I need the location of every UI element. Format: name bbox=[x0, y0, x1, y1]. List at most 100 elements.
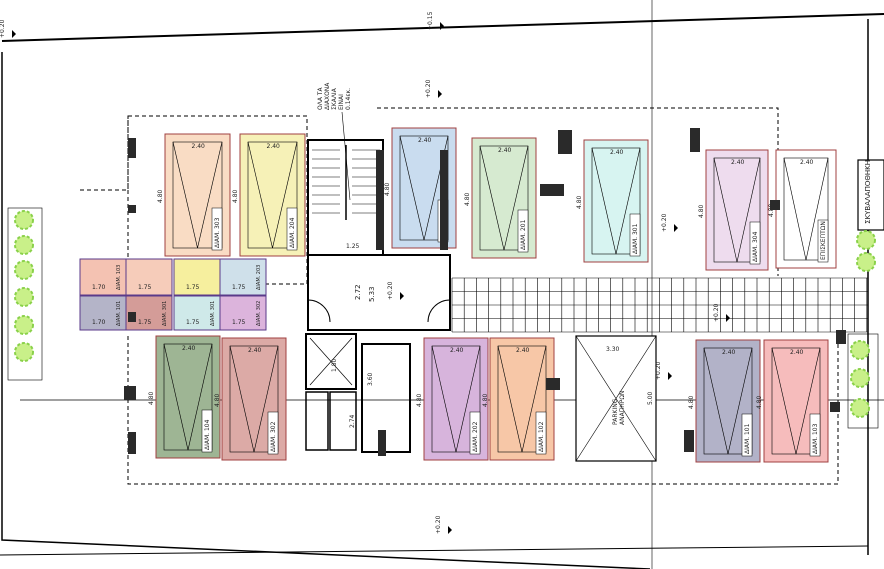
parking-space-label-box bbox=[469, 411, 481, 455]
parking-space-diagonal bbox=[703, 347, 729, 455]
parking-space-length: 4.80 bbox=[768, 203, 775, 217]
parking-space-label-box bbox=[629, 213, 641, 257]
door-arc-left bbox=[307, 299, 331, 323]
parking-space-length: 4.80 bbox=[756, 395, 763, 409]
level-marker-text: +0.20 bbox=[435, 515, 442, 534]
stair-note-line-4: ΕΙΝΑΙ bbox=[338, 94, 345, 110]
parking-space-label: ΔΙΑΜ. 303 bbox=[214, 217, 221, 248]
parking-space-label: ΔΙΑΜ. 302 bbox=[270, 421, 277, 452]
parking-space-diagonal bbox=[163, 343, 189, 451]
column-block bbox=[690, 128, 700, 152]
parking-space-label-box bbox=[535, 411, 547, 455]
parking-space-label-box bbox=[817, 219, 829, 263]
tree-symbol bbox=[14, 210, 34, 230]
parking-space-label: ΔΙΑΜ. 201 bbox=[520, 219, 527, 250]
level-marker-arrow bbox=[12, 30, 16, 38]
level-marker-text: +0.20 bbox=[387, 281, 394, 300]
parking-space-diagonal bbox=[247, 141, 273, 249]
parking-space-diagonal bbox=[253, 345, 279, 453]
column-block bbox=[378, 430, 386, 456]
parking-space-width: 2.40 bbox=[267, 143, 281, 150]
parking-space-diagonal bbox=[272, 141, 298, 249]
tree-symbol bbox=[14, 342, 34, 362]
tree-symbol bbox=[850, 368, 870, 388]
level-marker-text: +0.20 bbox=[713, 303, 720, 322]
storage-room-dim: 1.75 bbox=[186, 319, 200, 326]
parking-space-diagonal bbox=[795, 347, 821, 455]
bottom-boundary bbox=[0, 545, 869, 556]
small-storage-b bbox=[329, 391, 357, 451]
parking-space-length: 4.80 bbox=[416, 393, 423, 407]
accessible-parking-diag-b bbox=[575, 335, 657, 462]
storage-room-fill bbox=[173, 295, 221, 331]
level-marker-arrow bbox=[726, 314, 730, 322]
stair-note: ΟΛΑ ΤΑ ΔΙΑΧΟΝΑ ΣΚΑΛΙΑ ΕΙΝΑΙ 0.14εκ. bbox=[317, 82, 352, 110]
parking-space-label-box bbox=[267, 411, 279, 455]
parking-space-length: 4.80 bbox=[576, 195, 583, 209]
accessible-parking-label-b: ΑΝΑΠΗΡΩΝ bbox=[619, 391, 626, 425]
planter-right bbox=[847, 333, 879, 429]
stair-note-line-1: ΟΛΑ ΤΑ bbox=[317, 86, 324, 110]
column-block bbox=[128, 432, 136, 454]
parking-space-length: 4.80 bbox=[214, 393, 221, 407]
parking-space-label: ΔΙΑΜ. 204 bbox=[289, 217, 296, 248]
column-block bbox=[540, 184, 564, 196]
storage-room-fill bbox=[79, 295, 127, 331]
parking-space-width: 2.40 bbox=[610, 149, 624, 156]
stair-note-line-5: 0.14εκ. bbox=[345, 88, 352, 110]
parking-space-label: ΔΙΑΜ. 304 bbox=[752, 231, 759, 262]
parking-space-label: ΔΙΑΜ. 202 bbox=[472, 421, 479, 452]
column-block bbox=[836, 330, 846, 344]
core-width-label: 5.33 bbox=[368, 286, 376, 302]
column-block bbox=[546, 378, 560, 390]
garbage-room bbox=[857, 159, 884, 231]
parking-space-diagonal bbox=[455, 345, 481, 453]
storage-room-fill bbox=[79, 258, 127, 296]
column-block bbox=[770, 200, 780, 210]
parking-space-diagonal bbox=[187, 343, 213, 451]
level-marker-arrow bbox=[674, 224, 678, 232]
column-block bbox=[830, 402, 840, 412]
storage-room-fill bbox=[125, 258, 173, 296]
parking-space-label: ΔΙΑΜ. 301 bbox=[632, 223, 639, 254]
tree-symbol bbox=[14, 287, 34, 307]
parking-space-diagonal bbox=[229, 345, 255, 453]
plot-boundary-line bbox=[1, 13, 884, 42]
level-marker-text: +0.15 bbox=[427, 11, 434, 30]
level-marker-text: +0.20 bbox=[425, 79, 432, 98]
parking-space-label-box bbox=[286, 207, 298, 251]
storage-room-dim: 1.75 bbox=[138, 284, 152, 291]
structural-columns bbox=[124, 128, 846, 456]
parking-space-label-box bbox=[517, 209, 529, 253]
parking-space-diagonal bbox=[479, 145, 505, 251]
elevator-cross-b bbox=[309, 337, 353, 386]
storage-room-dim: 1.75 bbox=[186, 284, 200, 291]
storage-room-label: ΔΙΑΜ. 301 bbox=[162, 301, 168, 326]
parking-space-width: 2.40 bbox=[418, 137, 432, 144]
tree-symbol bbox=[14, 315, 34, 335]
tree-symbol bbox=[14, 260, 34, 280]
storage-room: 1.75 bbox=[125, 258, 173, 296]
level-marker-arrow bbox=[440, 22, 444, 30]
parking-space-length: 4.80 bbox=[482, 393, 489, 407]
parking-space-length: 4.80 bbox=[157, 189, 164, 203]
level-marker-arrow bbox=[400, 292, 404, 300]
level-markers: +0.15+0.20+0.20+0.20+0.20+0.20+0.20+0.20 bbox=[0, 11, 730, 534]
tree-symbol bbox=[850, 340, 870, 360]
parking-space-width: 2.40 bbox=[800, 159, 814, 166]
storage-room-dim: 1.70 bbox=[92, 284, 106, 291]
parking-space-diagonal bbox=[521, 345, 547, 453]
parking-space-width: 2.40 bbox=[182, 345, 196, 352]
storage-room-label: ΔΙΑΜ. 301 bbox=[210, 301, 216, 326]
parking-space-label-box bbox=[211, 207, 223, 251]
parking-space-diagonal bbox=[399, 135, 425, 241]
